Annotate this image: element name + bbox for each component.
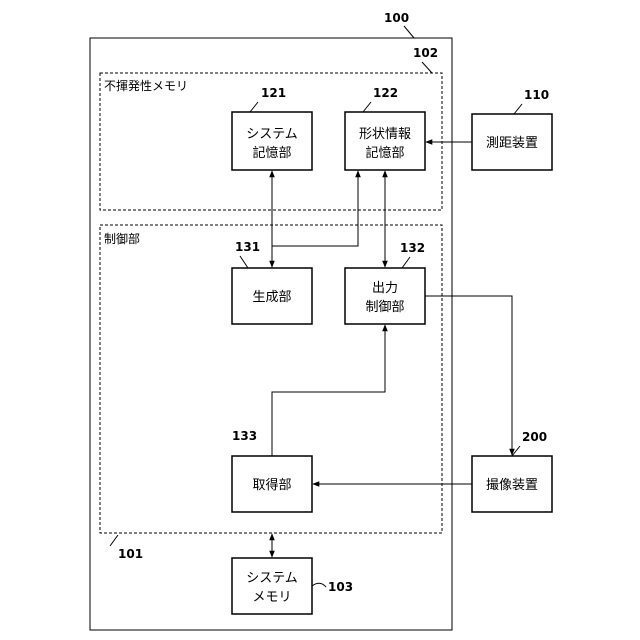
- output-control-unit-leader: [402, 257, 410, 268]
- nonvolatile-memory-label: 不揮発性メモリ: [104, 79, 188, 93]
- output-control-unit-label-2: 制御部: [365, 300, 404, 315]
- system-storage-label-2: 記憶部: [252, 145, 291, 161]
- generation-unit-ref: 131: [235, 240, 260, 254]
- arrow-acquisition-to-output-control: [272, 325, 385, 456]
- system-memory-leader: [312, 583, 326, 587]
- control-unit-leader: [110, 535, 118, 546]
- system-memory-ref: 103: [328, 580, 353, 594]
- acquisition-unit-label: 取得部: [252, 477, 291, 493]
- output-control-unit-ref: 132: [400, 241, 425, 255]
- generation-unit-label: 生成部: [252, 290, 291, 305]
- nonvolatile-memory-ref: 102: [413, 46, 438, 60]
- control-unit-ref: 101: [118, 547, 143, 561]
- device-leader: [404, 26, 414, 38]
- system-storage-ref: 121: [261, 86, 286, 100]
- shape-info-storage-ref: 122: [373, 86, 398, 100]
- device-ref: 100: [384, 11, 409, 25]
- nonvolatile-memory-leader: [422, 62, 432, 73]
- system-memory-block: [232, 558, 312, 614]
- arrow-shape-info-to-generation: [272, 171, 358, 246]
- shape-info-storage-leader: [363, 102, 371, 112]
- shape-info-storage-label-1: 形状情報: [359, 127, 411, 142]
- imaging-device-ref: 200: [522, 430, 547, 444]
- system-memory-label-1: システム: [246, 571, 298, 586]
- arrow-output-control-to-imaging: [425, 296, 512, 455]
- output-control-unit-block: [345, 268, 425, 324]
- ranging-device-label: 測距装置: [486, 136, 538, 151]
- control-unit-label: 制御部: [104, 231, 140, 246]
- system-storage-label-1: システム: [246, 127, 298, 142]
- ranging-device-ref: 110: [524, 88, 549, 102]
- imaging-device-label: 撮像装置: [486, 477, 538, 493]
- output-control-unit-label-1: 出力: [372, 281, 398, 296]
- acquisition-unit-ref: 133: [232, 429, 257, 443]
- system-storage-leader: [250, 102, 258, 112]
- imaging-device-leader: [512, 446, 520, 456]
- generation-unit-leader: [240, 256, 248, 268]
- ranging-device-leader: [514, 104, 522, 114]
- shape-info-storage-label-2: 記憶部: [365, 145, 404, 161]
- system-memory-label-2: メモリ: [252, 590, 291, 605]
